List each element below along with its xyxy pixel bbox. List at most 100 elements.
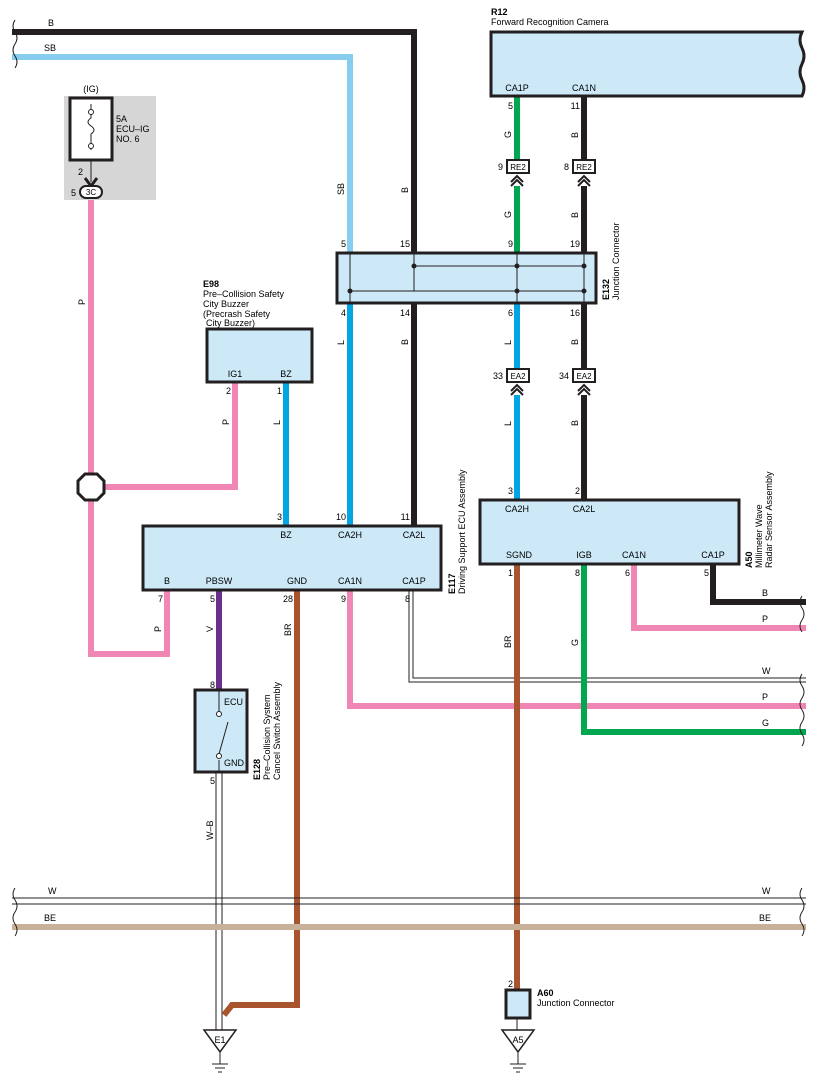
e117-box [141, 524, 443, 592]
re2-right-label: RE2 [576, 163, 592, 172]
a50-pin-bottom: 5 [704, 568, 709, 578]
e132-pin-top: 15 [400, 239, 410, 249]
e117-pin-top: 10 [336, 512, 346, 522]
ea2-right [572, 368, 596, 383]
wire-label-br: BR [503, 635, 513, 648]
wire-label-v: V [205, 626, 215, 632]
ground-e1: E1 [202, 1029, 238, 1073]
wire-label-g-right: G [762, 718, 769, 728]
a50-terminal-bottom: CA1P [701, 550, 725, 560]
a50-box [478, 498, 741, 566]
ground-a5: A5 [500, 1029, 536, 1073]
e132-node [411, 263, 417, 269]
e98-code: E98 [203, 279, 219, 289]
fuse-pin: 2 [78, 167, 83, 177]
wire-g-igb [581, 564, 806, 735]
e128-line2: Cancel Switch Assembly [272, 681, 282, 780]
e98-line1: Pre–Collision Safety [203, 289, 285, 299]
e98-line3: (Precrash Safety [203, 309, 271, 319]
e132-code: E132 [601, 279, 611, 300]
ea2-right-pin: 34 [559, 371, 569, 381]
fuse-block: 3C (IG) 5A ECU–IG NO. 6 2 5 [64, 84, 156, 200]
wire-b-bus [12, 29, 417, 253]
camera-r12: R12 Forward Recognition Camera CA1P CA1N… [489, 7, 806, 111]
ground-triangle [500, 1029, 536, 1054]
e117-terminal-bottom: CA1P [402, 576, 426, 586]
wire-p-splice-buzzer [104, 382, 238, 490]
ground-e1-label: E1 [214, 1035, 225, 1045]
a50-terminal-top: CA2L [573, 504, 596, 514]
e132-node [514, 288, 520, 294]
switch-contact [216, 753, 222, 759]
a50-line2: Radar Sensor Assembly [764, 471, 774, 568]
wire-label-b: B [400, 339, 410, 345]
a60-name: Junction Connector [537, 998, 615, 1008]
a50-pin-top: 3 [508, 486, 513, 496]
wire-label-sb: SB [336, 183, 346, 195]
e132-pin-bottom: 4 [341, 308, 346, 318]
chevron-up-icon [510, 174, 524, 187]
e132-pin-bottom: 14 [400, 308, 410, 318]
e98-pin-2: 2 [226, 386, 231, 396]
e98-terminal-bz: BZ [280, 369, 292, 379]
e128-pin-8: 8 [210, 680, 215, 690]
wire-label-b: B [570, 212, 580, 218]
wire-label-l: L [336, 340, 346, 345]
a50-pin-bottom: 8 [575, 568, 580, 578]
e132-pin-top: 5 [341, 239, 346, 249]
bus-label-sb: SB [44, 43, 56, 53]
e117-pin-bottom: 28 [283, 594, 293, 604]
wire-label-b: B [400, 187, 410, 193]
wire-label-p: P [153, 626, 163, 632]
wires [12, 29, 806, 1030]
e128-line1: Pre–Collision System [262, 694, 272, 780]
e98-terminal-ig1: IG1 [228, 369, 243, 379]
bus-label-w-left: W [48, 886, 57, 896]
break-mark-left-top [12, 19, 18, 69]
fuse-icon [87, 104, 95, 150]
ground-a5-label: A5 [512, 1035, 523, 1045]
a60-pin: 2 [508, 979, 513, 989]
a50-pin-bottom: 1 [508, 568, 513, 578]
e117-terminal-top: CA2L [403, 530, 426, 540]
switch-contact [216, 711, 222, 717]
switch-e128: ECU GND 8 5 E128 Pre–Collision System Ca… [193, 680, 282, 786]
e98-line4: City Buzzer) [206, 318, 255, 328]
a60-code: A60 [537, 988, 554, 998]
wire-sb-bus [12, 54, 353, 253]
wire-label-p-right: P [762, 692, 768, 702]
wire-label-wb: W–B [205, 820, 215, 840]
e117-name: Driving Support ECU Assembly [457, 469, 467, 594]
re2-left [506, 159, 530, 174]
e117-terminal-bottom: GND [287, 576, 308, 586]
camera-pin-11: 11 [571, 101, 580, 111]
camera-terminal-ca1n: CA1N [572, 83, 596, 93]
e128-code: E128 [252, 759, 262, 780]
a50-line1: Millimeter Wave [754, 504, 764, 568]
a50-terminal-bottom: CA1N [622, 550, 646, 560]
bus-label-be-right: BE [759, 913, 771, 923]
e98-pin-1: 1 [277, 386, 282, 396]
break-marks [12, 19, 805, 937]
switch-icon [218, 690, 229, 772]
e117-pin-top: 3 [277, 512, 282, 522]
break-mark-left-bottom [12, 887, 18, 937]
wire-label-br: BR [283, 623, 293, 636]
a60-box [504, 988, 532, 1020]
wire-br-gnd [221, 590, 300, 1017]
wire-p-splice-ecu [88, 500, 170, 657]
buzzer-e98: E98 Pre–Collision Safety City Buzzer (Pr… [203, 279, 314, 396]
e117-code: E117 [447, 573, 457, 594]
ea2-right-label: EA2 [576, 372, 592, 381]
e132-node [581, 288, 587, 294]
e117-pin-bottom: 9 [341, 594, 346, 604]
wire-w-ca1p [408, 590, 806, 683]
wire-label-p: P [221, 419, 231, 425]
e117-terminal-bottom: B [164, 576, 170, 586]
fuse-name-2: NO. 6 [116, 134, 140, 144]
e128-terminal-ecu: ECU [224, 697, 243, 707]
wire-wb-ground [215, 772, 223, 1030]
e117-pin-bottom: 5 [210, 594, 215, 604]
a50-code: A50 [744, 551, 754, 568]
